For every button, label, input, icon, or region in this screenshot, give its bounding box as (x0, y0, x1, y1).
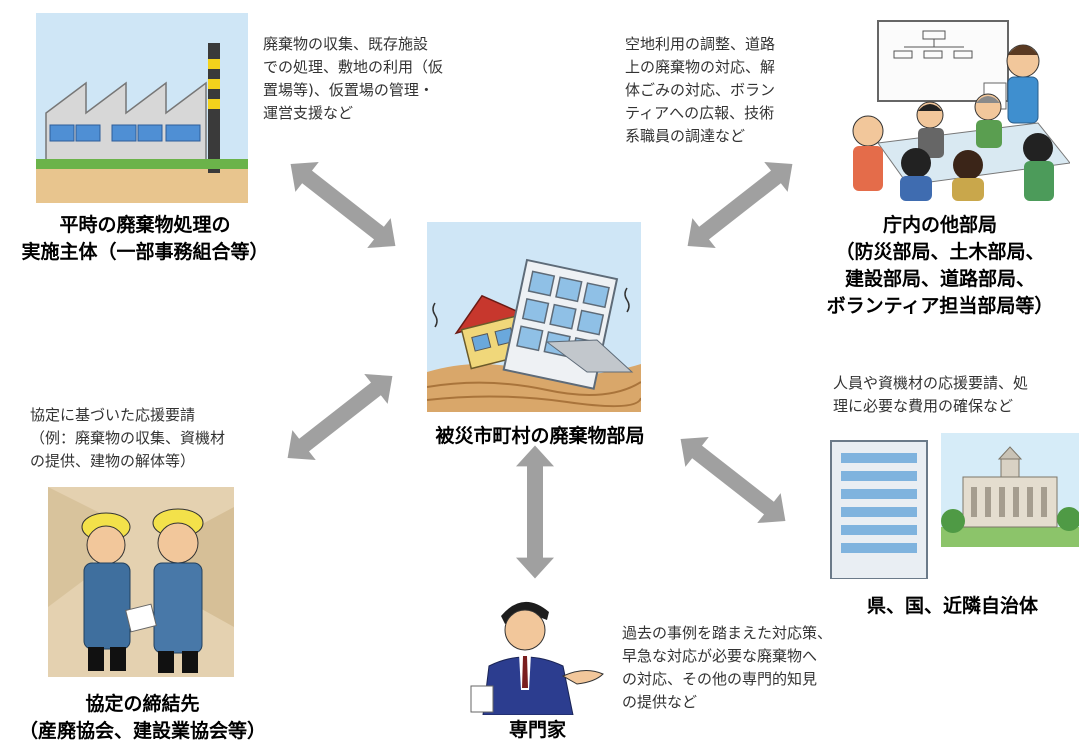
waste-body-description: 廃棄物の収集、既存施設 での処理、敷地の利用（仮 置場等)、仮置場の管理・ 運営… (263, 35, 444, 122)
workers-illustration (48, 487, 234, 677)
arrow-expert (516, 445, 554, 579)
government-illustration (827, 431, 1079, 579)
factory-illustration (36, 13, 248, 203)
agreement-label: 協定の締結先 （産廃協会、建設業協会等） (18, 693, 266, 742)
expert-description: 過去の事例を踏まえた対応策、 早急な対応が必要な廃棄物へ の対応、その他の専門的… (622, 624, 833, 711)
waste-body-label: 平時の廃棄物処理の 実施主体（一部事務組合等） (21, 214, 269, 263)
expert-illustration (463, 590, 613, 715)
arrow-agreement (275, 361, 405, 473)
expert-label: 専門家 (508, 719, 566, 741)
arrow-other-depts (675, 149, 805, 261)
disaster-illustration (427, 222, 641, 412)
other-depts-description: 空地利用の調整、道路 上の廃棄物の対応、解 体ごみの対応、ボラン ティアへの広報… (625, 35, 776, 145)
meeting-illustration (838, 13, 1070, 201)
agreement-description: 協定に基づいた応援要請 （例：廃棄物の収集、資機材 の提供、建物の解体等） (30, 406, 226, 470)
government-description: 人員や資機材の応援要請、処 理に必要な費用の確保など (833, 374, 1029, 415)
center-label: 被災市町村の廃棄物部局 (435, 425, 645, 447)
arrow-government (668, 424, 798, 536)
other-depts-label: 庁内の他部局 （防災部局、土木部局、 建設部局、道路部局、 ボランティア担当部局… (826, 214, 1054, 317)
government-label: 県、国、近隣自治体 (866, 595, 1038, 617)
arrow-waste-body (278, 149, 408, 261)
